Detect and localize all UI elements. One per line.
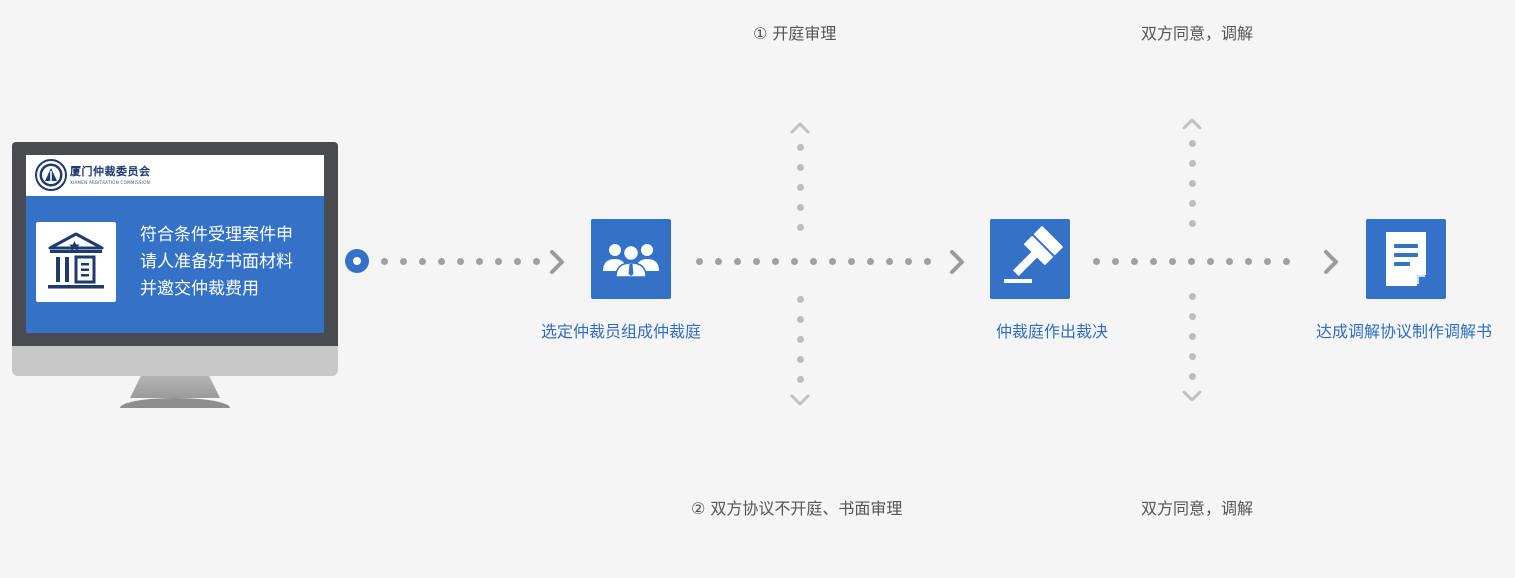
monitor-stand-foot [120, 398, 230, 408]
org-subtitle: XIAMEN ARBITRATION COMMISSION [70, 180, 150, 185]
step-award-box [990, 219, 1070, 299]
step-mediation-label: 达成调解协议制作调解书 [1316, 322, 1493, 341]
hearing-option-oral: ① 开庭审理 [753, 24, 837, 43]
monitor: 厦门仲裁委员会 XIAMEN ARBITRATION COMMISSION [12, 142, 338, 410]
commission-seal-icon [35, 159, 67, 191]
mediation-option-bottom: 双方同意，调解 [1141, 499, 1254, 518]
monitor-bezel: 厦门仲裁委员会 XIAMEN ARBITRATION COMMISSION [12, 142, 338, 346]
mediation-option-top: 双方同意，调解 [1141, 24, 1254, 43]
acceptance-line-2: 请人准备好书面材料 [140, 252, 293, 272]
connector-dots-2 [696, 257, 931, 265]
chevron-up-icon [1182, 118, 1202, 130]
mediation-dots-up [1188, 140, 1196, 227]
acceptance-text: 符合条件受理案件申 请人准备好书面材料 并邀交仲裁费用 [140, 222, 315, 303]
gavel-icon [1004, 226, 1063, 283]
acceptance-line-3: 并邀交仲裁费用 [140, 279, 259, 299]
hearing-option-written: ② 双方协议不开庭、书面审理 [691, 499, 903, 518]
chevron-down-icon [1182, 390, 1202, 402]
chevron-down-icon [790, 394, 810, 406]
step-award-label: 仲裁庭作出裁决 [996, 322, 1109, 341]
document-icon [1386, 232, 1426, 286]
step-select-arbitrators-label: 选定仲裁员组成仲裁庭 [541, 322, 702, 341]
chevron-right-icon [950, 250, 964, 274]
hearing-dots-down [796, 296, 804, 383]
connector-dots-1 [381, 257, 540, 265]
chevron-right-icon [1324, 250, 1338, 274]
mediation-dots-down [1188, 293, 1196, 380]
courthouse-icon-box [36, 222, 116, 302]
chevron-up-icon [790, 122, 810, 134]
screen-header: 厦门仲裁委员会 XIAMEN ARBITRATION COMMISSION [26, 155, 324, 196]
acceptance-line-1: 符合条件受理案件申 [140, 225, 293, 245]
monitor-stand-neck [130, 376, 220, 398]
monitor-chin [12, 346, 338, 376]
courthouse-icon [48, 232, 104, 289]
hearing-dots-up [796, 144, 804, 231]
step-mediation-box [1366, 219, 1446, 299]
start-node-icon [345, 249, 369, 273]
connector-dots-3 [1093, 257, 1290, 265]
monitor-screen: 厦门仲裁委员会 XIAMEN ARBITRATION COMMISSION [26, 155, 324, 333]
chevron-right-icon [550, 250, 564, 274]
people-group-icon [603, 244, 659, 278]
org-name: 厦门仲裁委员会 [70, 165, 151, 178]
step-select-arbitrators-box [591, 219, 671, 299]
screen-body: 符合条件受理案件申 请人准备好书面材料 并邀交仲裁费用 [26, 196, 324, 333]
